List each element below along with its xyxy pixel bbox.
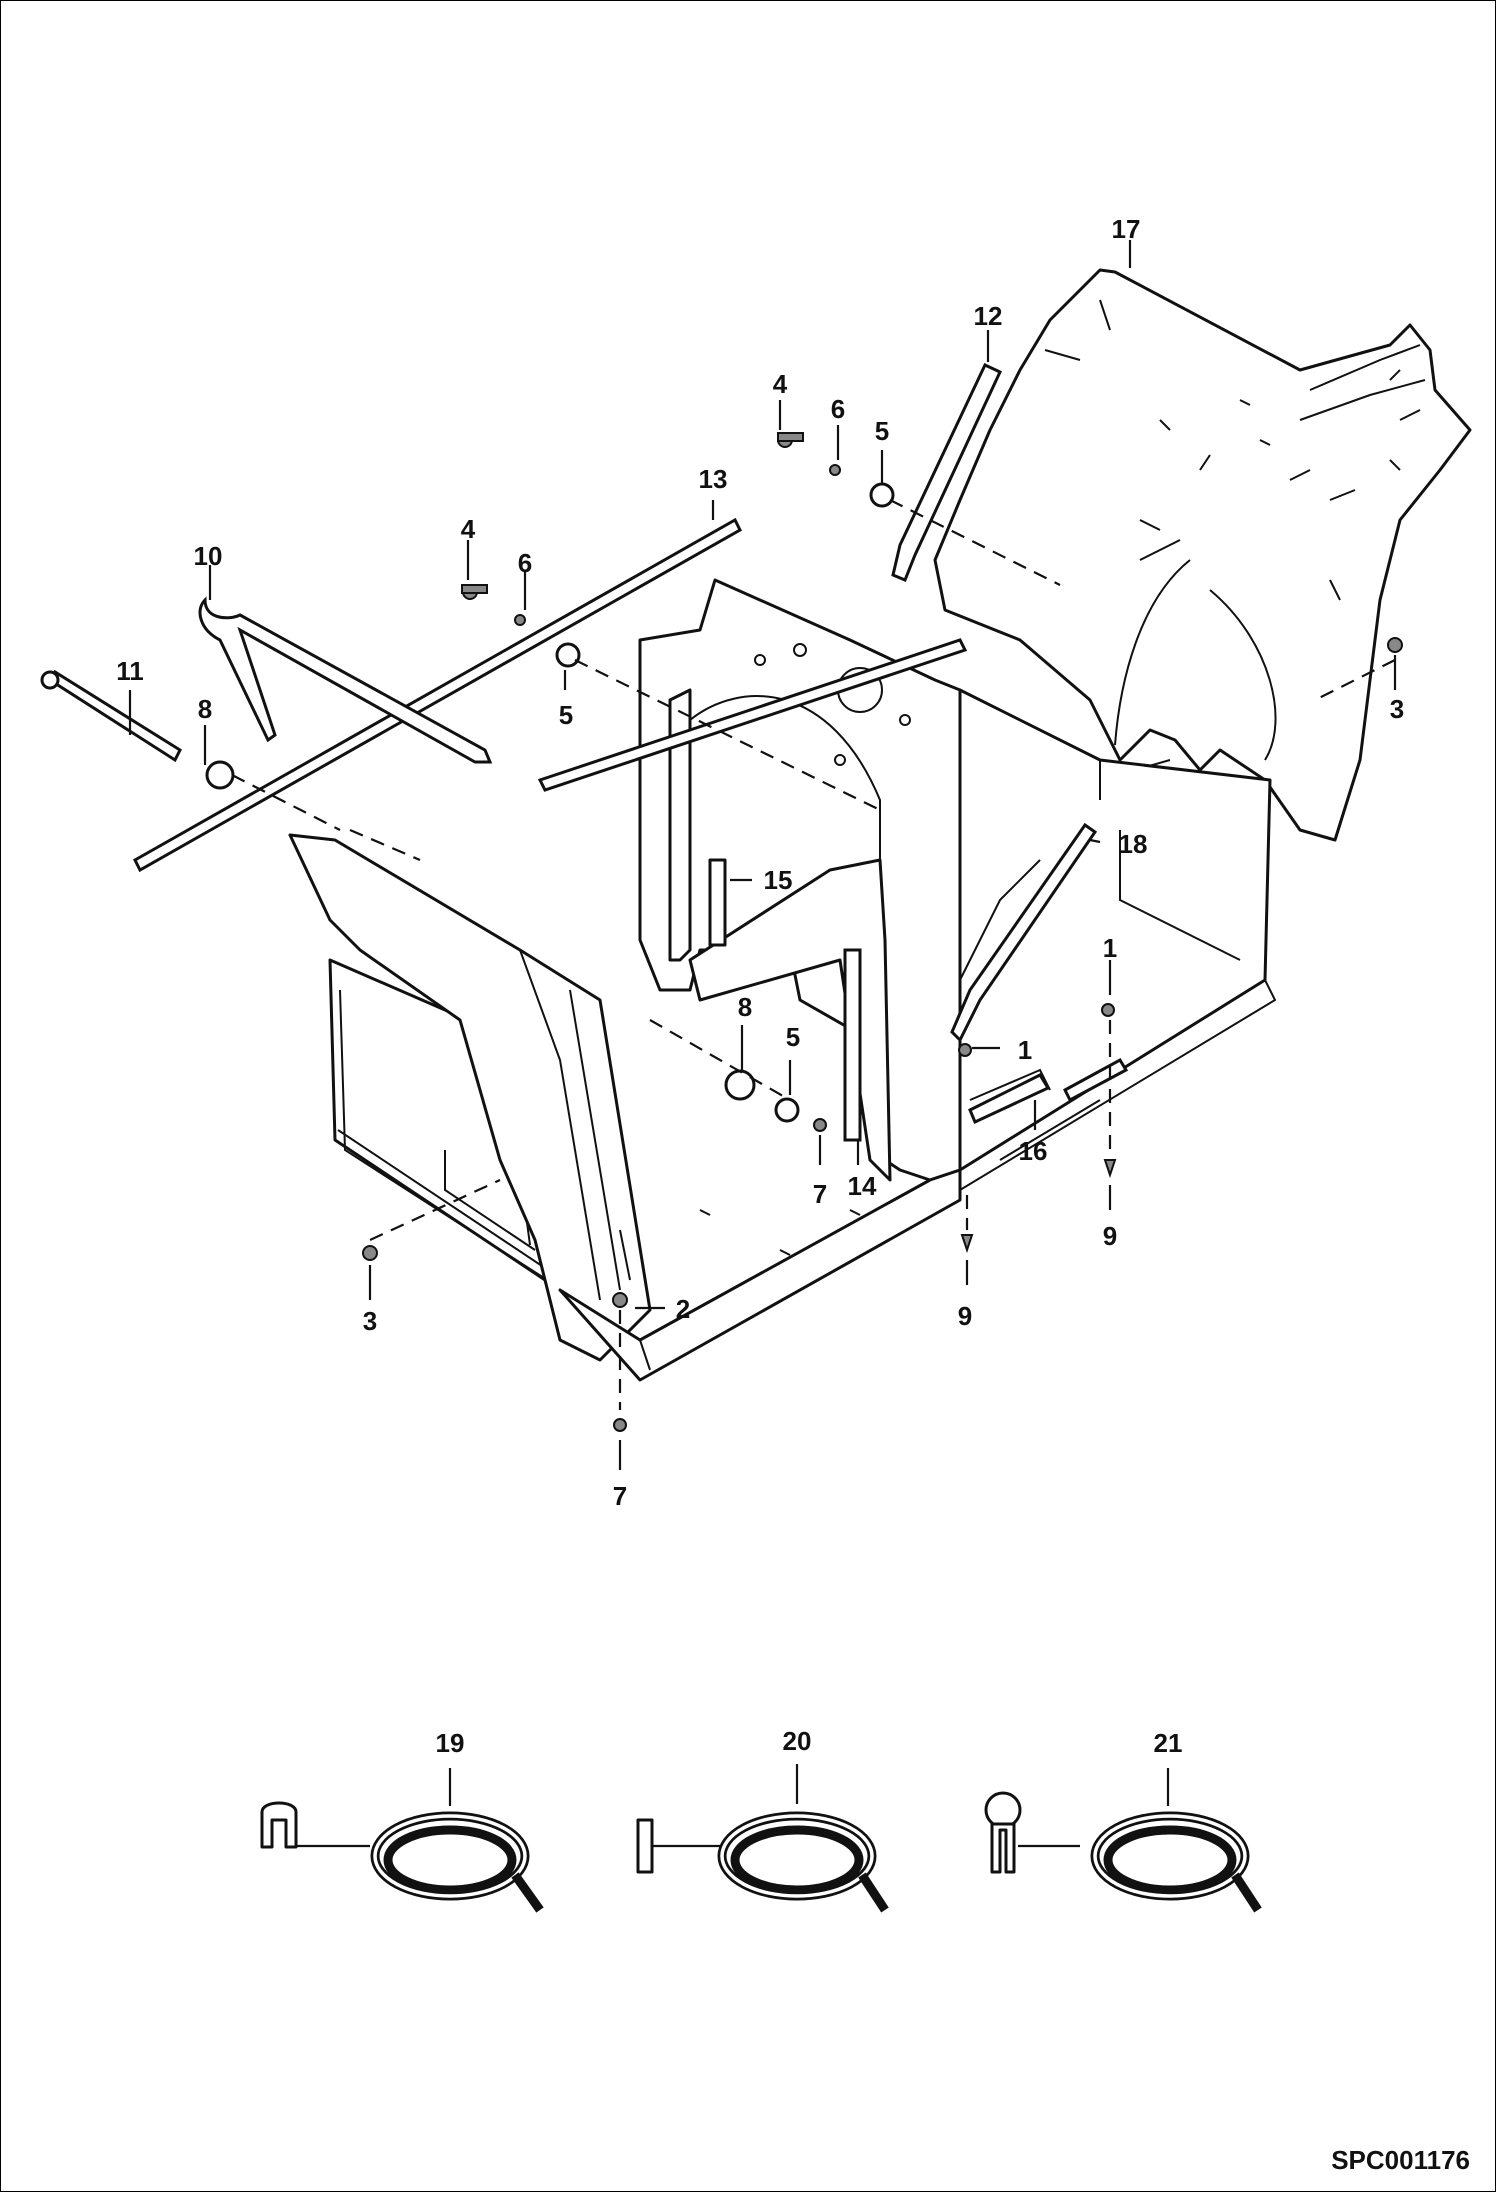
callout-18: 18 bbox=[1119, 829, 1148, 859]
callout-6: 6 bbox=[831, 394, 845, 424]
leader-lines bbox=[128, 240, 1397, 1470]
callout-9: 9 bbox=[1103, 1221, 1117, 1251]
trim-coil-19 bbox=[260, 1768, 544, 1913]
edge-trim-bulb-profile-icon bbox=[984, 1791, 1022, 1874]
trim-coil-20 bbox=[636, 1764, 889, 1913]
callout-11: 11 bbox=[116, 656, 144, 686]
fastener-parts bbox=[205, 432, 1403, 1432]
callout-17: 17 bbox=[1112, 214, 1141, 244]
hose-coil-icon bbox=[717, 1811, 889, 1913]
seal-strip-parts bbox=[40, 363, 1129, 1125]
callout-5: 5 bbox=[875, 416, 889, 446]
callout-5: 5 bbox=[786, 1022, 800, 1052]
callout-19: 19 bbox=[436, 1728, 465, 1758]
hose-coil-icon bbox=[370, 1811, 544, 1913]
hose-coil-icon bbox=[1090, 1811, 1262, 1913]
callouts: 17 12 4 6 5 13 4 6 5 10 11 8 3 15 18 1 8… bbox=[116, 214, 1404, 1758]
callout-7: 7 bbox=[813, 1179, 827, 1209]
callout-21: 21 bbox=[1154, 1728, 1183, 1758]
edge-trim-flat-profile-icon bbox=[636, 1818, 654, 1874]
callout-16: 16 bbox=[1019, 1136, 1048, 1166]
callout-6: 6 bbox=[518, 548, 532, 578]
callout-9: 9 bbox=[958, 1301, 972, 1331]
callout-3: 3 bbox=[363, 1306, 377, 1336]
callout-5: 5 bbox=[559, 700, 573, 730]
callout-3: 3 bbox=[1390, 694, 1404, 724]
callout-10: 10 bbox=[194, 541, 223, 571]
callout-14: 14 bbox=[848, 1171, 877, 1201]
callout-1: 1 bbox=[1103, 933, 1117, 963]
callout-2: 2 bbox=[676, 1294, 690, 1324]
callout-13: 13 bbox=[699, 464, 728, 494]
trim-coil-21 bbox=[984, 1768, 1262, 1913]
callout-7: 7 bbox=[613, 1481, 627, 1511]
drawing-code-label: SPC001176 bbox=[1331, 2145, 1470, 2175]
callout-20: 20 bbox=[783, 1726, 812, 1756]
callout-8: 8 bbox=[738, 992, 752, 1022]
callout-1: 1 bbox=[1018, 1035, 1032, 1065]
main-frame-part bbox=[133, 517, 1277, 1382]
callout-4: 4 bbox=[773, 369, 788, 399]
callout-4: 4 bbox=[461, 514, 476, 544]
callout-15: 15 bbox=[764, 865, 793, 895]
edge-trim-u-profile-icon bbox=[260, 1801, 298, 1849]
callout-8: 8 bbox=[198, 694, 212, 724]
callout-12: 12 bbox=[974, 301, 1003, 331]
